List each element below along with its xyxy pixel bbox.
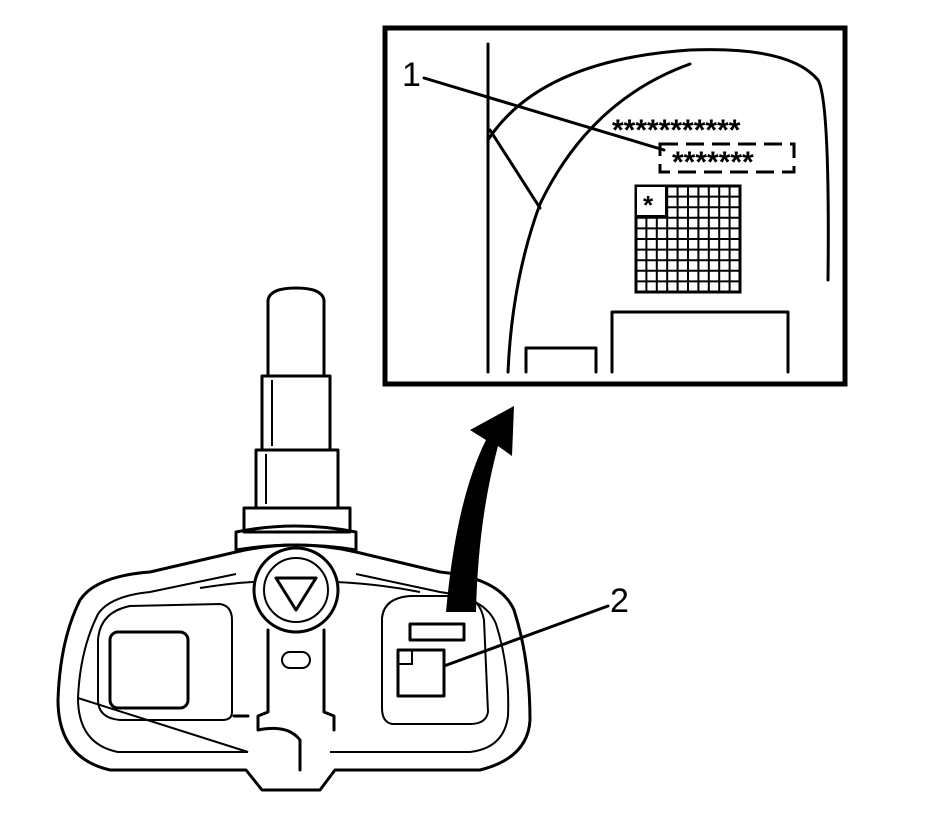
- leader-line-2: [442, 604, 610, 668]
- valve-stem: [234, 286, 358, 552]
- highlight-box: [658, 142, 796, 174]
- label-detail-inset: *********** ******* *: [382, 25, 848, 387]
- leader-line-1: [422, 76, 666, 152]
- curved-arrow: [446, 406, 514, 612]
- sensor-right-pocket: [381, 595, 490, 725]
- inset-line-1: ***********: [612, 114, 741, 147]
- sensor-left-pocket: [97, 602, 250, 721]
- callout-1: 1: [402, 56, 421, 94]
- grid-mark: *: [643, 190, 654, 220]
- inset-line-2: *******: [672, 146, 754, 179]
- sensor-housing: [56, 543, 532, 792]
- sensor-id-label: [396, 648, 446, 698]
- callout-2: 2: [610, 582, 629, 620]
- data-matrix-code: *: [634, 184, 742, 294]
- tpms-sensor: [56, 286, 532, 792]
- valve-nut: [252, 546, 340, 634]
